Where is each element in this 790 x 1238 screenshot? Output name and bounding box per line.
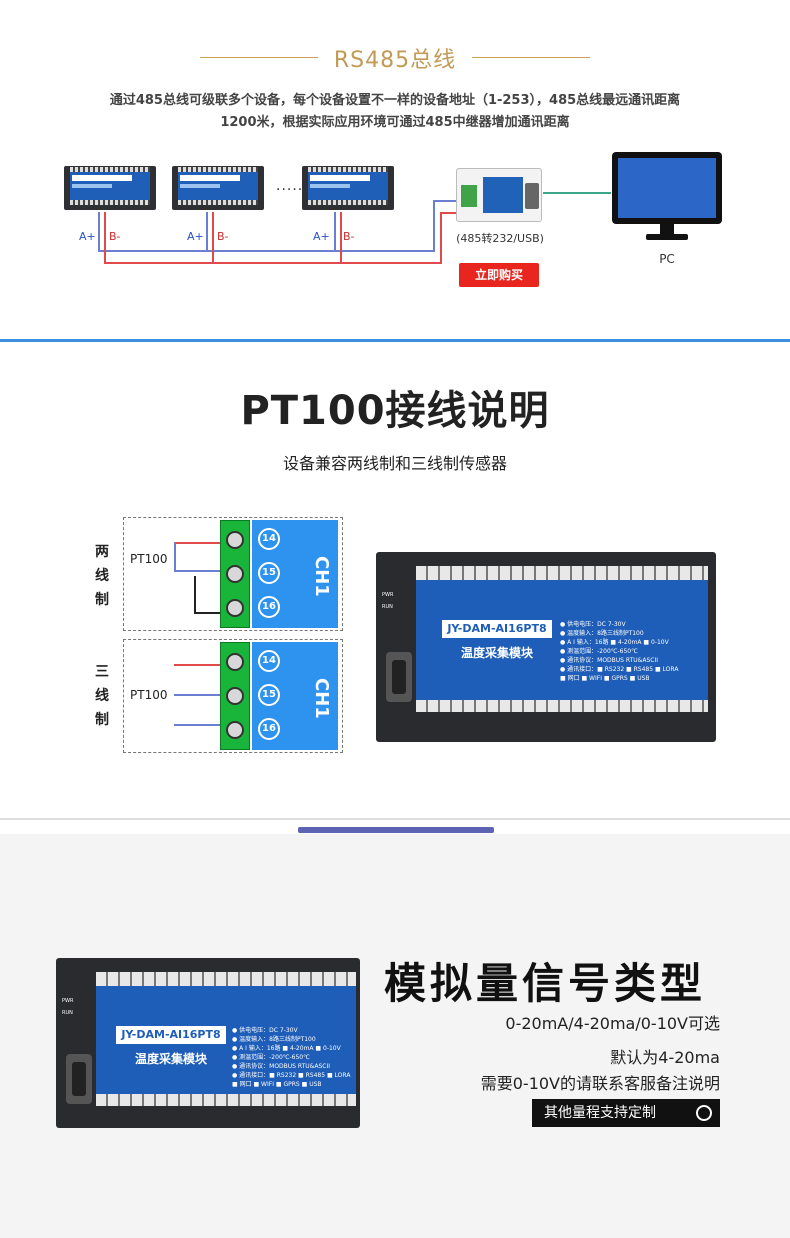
section-divider-1	[0, 339, 790, 342]
ch1-label-2w: CH1	[311, 556, 332, 597]
terminal-block-2w	[220, 520, 250, 628]
a-plus-label-2: A+	[187, 230, 204, 243]
custom-range-label: 其他量程支持定制	[544, 1105, 656, 1121]
rs485-desc-line1: 通过485总线可级联多个设备，每个设备设置不一样的设备地址（1-253），485…	[109, 93, 681, 108]
device-model-2: JY-DAM-AI16PT8	[116, 1026, 226, 1044]
device-image-1: JY-DAM-AI16PT8 温度采集模块 ● 供电电压：DC 7-30V ● …	[376, 552, 716, 742]
b-minus-label-1: B-	[109, 230, 121, 243]
b-minus-label-2: B-	[217, 230, 229, 243]
terminal-block-3w	[220, 642, 250, 750]
a-bus-wire	[98, 250, 433, 252]
device-name-1: 温度采集模块	[460, 646, 533, 660]
three-wire-diagram: PT100 14 15 16 CH1	[123, 639, 343, 753]
customer-service-icon	[696, 1105, 712, 1121]
ch1-label-3w: CH1	[311, 678, 332, 719]
pt100-label-2w: PT100	[130, 552, 168, 566]
analog-default: 默认为4-20ma	[610, 1048, 720, 1067]
channel-panel-2w: 14 15 16 CH1	[252, 520, 338, 628]
analog-title: 模拟量信号类型	[384, 959, 707, 1008]
device-name-2: 温度采集模块	[134, 1052, 207, 1066]
a-plus-label-3: A+	[313, 230, 330, 243]
section-divider-2	[0, 818, 790, 820]
two-wire-label: 两线制	[95, 544, 109, 608]
pc-label: PC	[659, 252, 675, 266]
title-rule-right	[472, 57, 590, 58]
two-wire-diagram: PT100 14 15 16 CH1	[123, 517, 343, 631]
device-model-1: JY-DAM-AI16PT8	[442, 620, 552, 638]
rs485-section: RS485总线 通过485总线可级联多个设备，每个设备设置不一样的设备地址（1-…	[0, 0, 790, 340]
converter-label: (485转232/USB)	[456, 232, 544, 245]
device-image-2: JY-DAM-AI16PT8 温度采集模块 ● 供电电压：DC 7-30V ● …	[56, 958, 360, 1128]
rs485-description: 通过485总线可级联多个设备，每个设备设置不一样的设备地址（1-253），485…	[30, 90, 760, 134]
module-2-image	[172, 166, 264, 210]
title-rule-left	[200, 57, 318, 58]
analog-ranges: 0-20mA/4-20ma/0-10V可选	[505, 1014, 720, 1033]
a-plus-label-1: A+	[79, 230, 96, 243]
pc-link-wire	[543, 192, 611, 194]
b-minus-label-3: B-	[343, 230, 355, 243]
pc-monitor-icon	[612, 152, 722, 242]
section-accent-bar	[298, 827, 494, 833]
device-spec-list-2: ● 供电电压：DC 7-30V ● 温度输入：8路三线制PT100 ● A I …	[232, 1027, 351, 1088]
module-1-image	[64, 166, 156, 210]
buy-now-button[interactable]: 立即购买	[459, 263, 539, 287]
device-spec-list-1: ● 供电电压：DC 7-30V ● 温度输入：8路三线制PT100 ● A I …	[560, 621, 679, 682]
module-3-image	[302, 166, 394, 210]
channel-panel-3w: 14 15 16 CH1	[252, 642, 338, 750]
db9-port-icon	[386, 652, 412, 702]
rs485-desc-line2: 1200米，根据实际应用环境可通过485中继器增加通讯距离	[220, 115, 570, 130]
pt100-title: PT100接线说明	[240, 388, 550, 434]
custom-range-button[interactable]: 其他量程支持定制	[532, 1099, 720, 1127]
converter-image	[456, 168, 542, 222]
pt100-label-3w: PT100	[130, 688, 168, 702]
pt100-subtitle: 设备兼容两线制和三线制传感器	[282, 454, 507, 473]
three-wire-label: 三线制	[95, 664, 109, 728]
b-bus-wire	[104, 262, 440, 264]
db9-port-icon-2	[66, 1054, 92, 1104]
rs485-title: RS485总线	[333, 48, 457, 73]
analog-note: 需要0-10V的请联系客服备注说明	[480, 1074, 720, 1093]
